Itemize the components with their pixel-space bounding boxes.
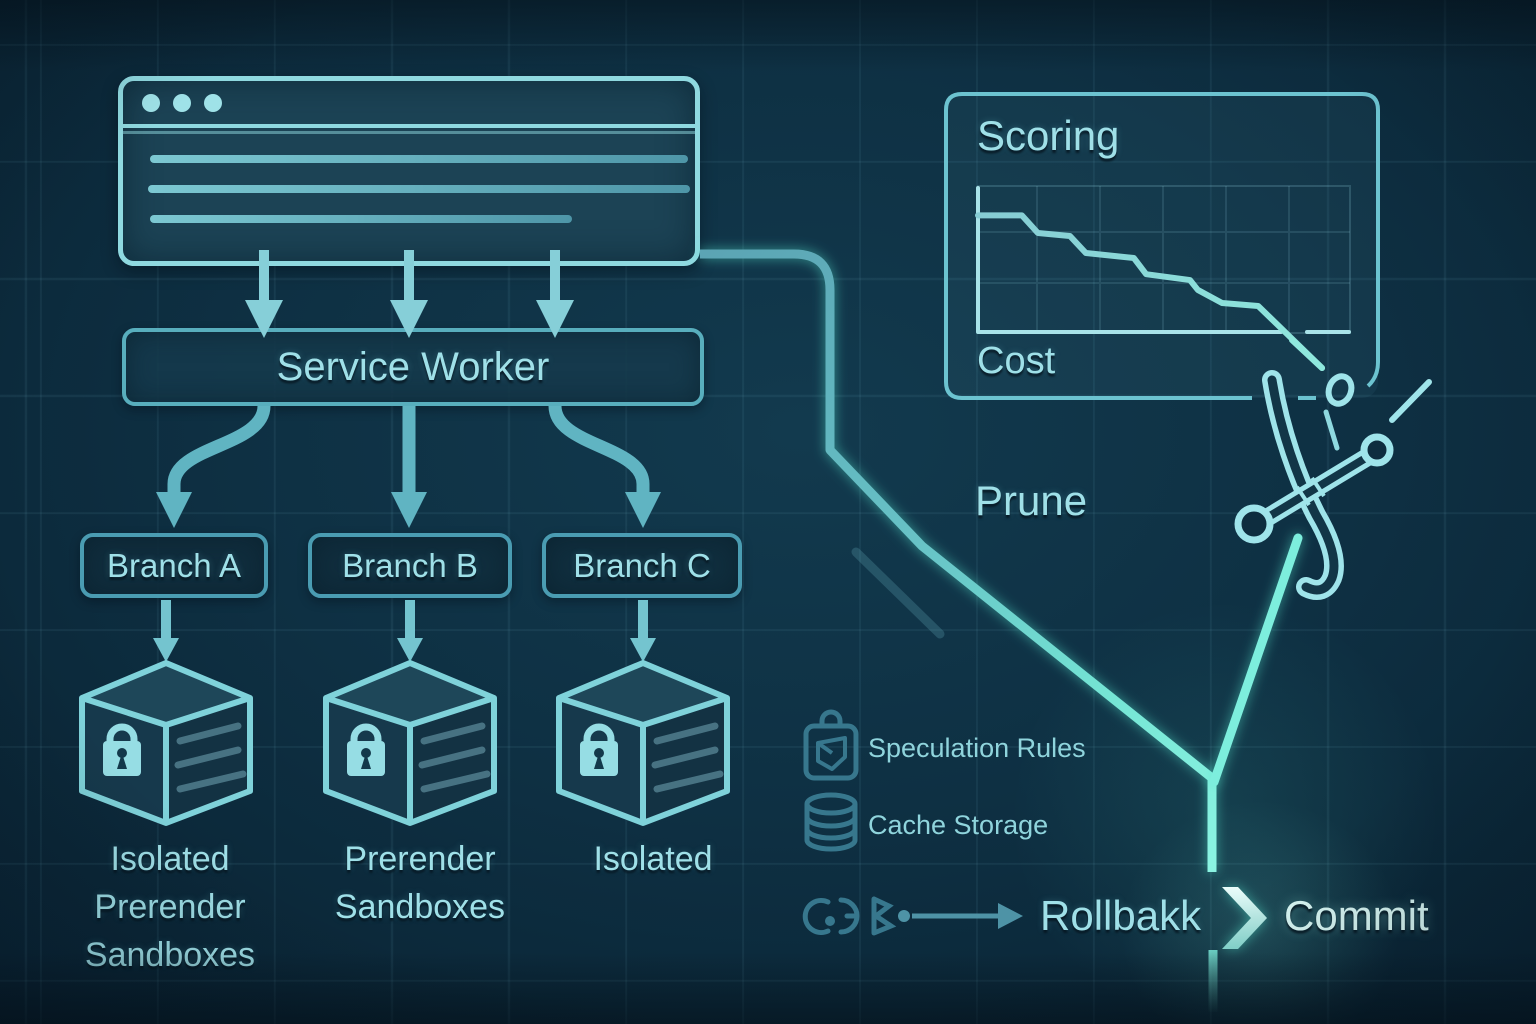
page-content-line [148, 185, 690, 193]
cost-axis-label: Cost [977, 340, 1056, 382]
branch-b-label: Branch B [342, 546, 478, 584]
branch-c-label: Branch C [573, 546, 711, 584]
cache-storage-label: Cache Storage [868, 810, 1049, 840]
service-worker-label: Service Worker [276, 344, 550, 389]
branch-a-label: Branch A [107, 546, 241, 584]
branch-c-node: Branch C [542, 533, 742, 598]
service-worker-node: Service Worker [122, 328, 704, 406]
speculation-rules-label: Speculation Rules [868, 733, 1086, 763]
commit-label: Commit [1284, 892, 1429, 939]
branch-a-node: Branch A [80, 533, 268, 598]
traffic-dot-icon [142, 94, 160, 112]
prune-label: Prune [975, 477, 1088, 524]
sandbox-b-caption: Prerender Sandboxes [334, 840, 506, 926]
page-content-line [150, 155, 688, 163]
sandbox-c-caption: Isolated [593, 840, 713, 878]
browser-window [118, 76, 700, 266]
scoring-title: Scoring [977, 112, 1120, 159]
traffic-dot-icon [173, 94, 191, 112]
page-content-line [150, 215, 572, 223]
traffic-dot-icon [204, 94, 222, 112]
browser-titlebar [123, 81, 695, 134]
sandbox-a-caption: Isolated Prerender Sandboxes [84, 840, 256, 974]
rollback-label: Rollbakk [1040, 892, 1202, 939]
branch-b-node: Branch B [308, 533, 512, 598]
